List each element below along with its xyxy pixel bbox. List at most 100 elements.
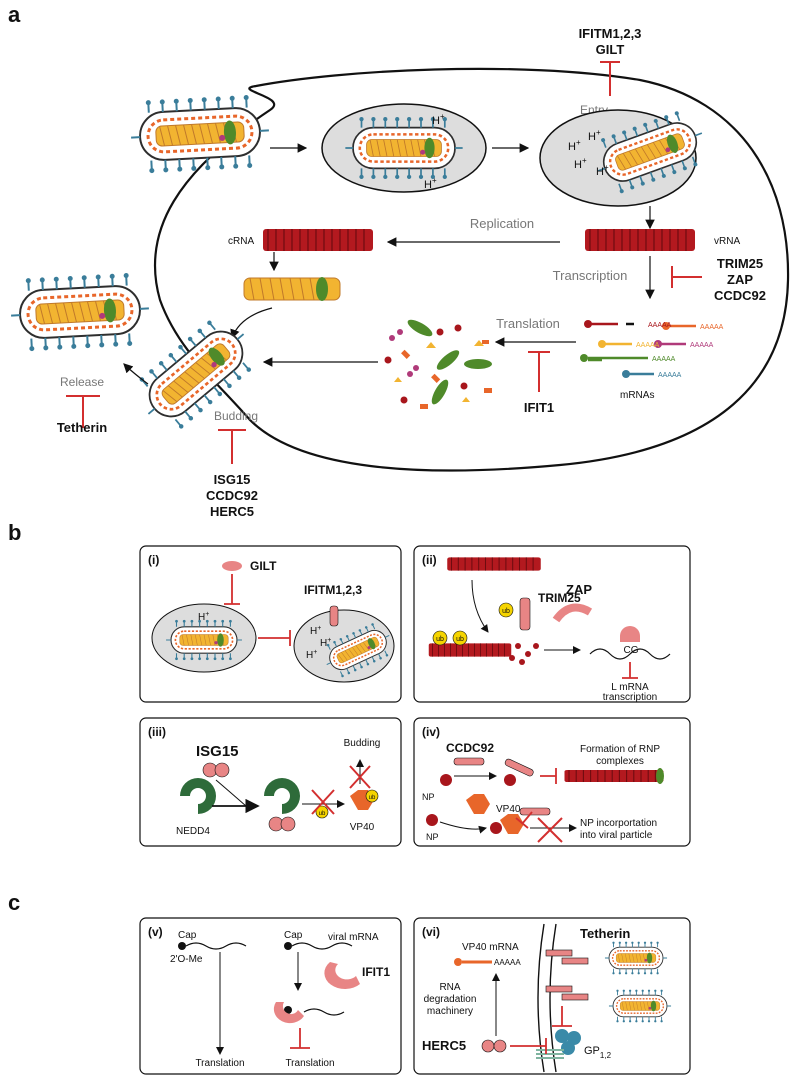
ccdc92-label: CCDC92 [446, 741, 494, 755]
translation-step-label: Translation [496, 316, 560, 331]
budding-inhibitor-2: CCDC92 [206, 488, 258, 503]
np-label-2: NP [426, 832, 439, 842]
rna-deg-label-1: RNA [439, 982, 460, 993]
ifitm-label: IFITM1,2,3 [304, 583, 362, 597]
gp-inhibition [552, 1006, 572, 1027]
tetherin-label: Tetherin [580, 926, 630, 941]
arrow-to-membrane [230, 307, 273, 340]
viral-mrna-label: viral mRNA [328, 932, 379, 943]
gp12-protein [536, 1029, 581, 1059]
rnp-ub-1 [432, 630, 448, 646]
incorporation-label-2: into viral particle [580, 830, 653, 841]
l-mrna-label: L mRNA [611, 682, 649, 693]
ifitm-inhibition [258, 630, 291, 646]
vrna-label: vRNA [714, 236, 740, 247]
cap-2 [284, 942, 292, 950]
np-protein-1 [440, 774, 452, 786]
box-iv-tag: (iv) [422, 725, 440, 739]
box-ii-tag: (ii) [422, 553, 437, 567]
crna-rnp [262, 228, 374, 252]
np-bound-1 [504, 774, 516, 786]
proton-3: H+ [568, 138, 581, 153]
viral-proteins [384, 319, 492, 409]
translation-inhibitor: IFIT1 [524, 400, 554, 415]
ccdc92-protein [453, 757, 485, 766]
release-step-label: Release [60, 375, 104, 389]
zap-bound [620, 626, 640, 642]
box-vi-tag: (vi) [422, 925, 440, 939]
degraded-np [509, 643, 539, 665]
box-iii-arrow-isg [215, 779, 247, 807]
rnp-ub-2 [452, 630, 468, 646]
zap-inhibition [622, 662, 638, 679]
formation-label-2: complexes [596, 756, 644, 767]
replication-step-label: Replication [470, 216, 534, 231]
herc5-label: HERC5 [422, 1038, 466, 1053]
isg15-label: ISG15 [196, 743, 239, 760]
trim25-label: TRIM25 [538, 591, 581, 605]
translation-inhibition-bar [528, 351, 550, 392]
box-v [139, 917, 402, 1075]
gilt-protein [222, 561, 242, 571]
translation-label-1: Translation [195, 1058, 244, 1069]
gilt-label: GILT [250, 559, 277, 573]
box-i-tag: (i) [148, 553, 159, 567]
zap-protein [552, 603, 593, 623]
box-iii-cross-1 [311, 789, 335, 815]
box-i-proton-3: H+ [320, 637, 331, 649]
extracellular-virion [127, 92, 273, 176]
budding-inhibition-bar [218, 429, 246, 464]
trim25-ub-label: ub [502, 608, 510, 615]
cg-label: CG [624, 645, 639, 656]
nedd4-isg15-complex [264, 778, 300, 814]
proton-6: H+ [596, 163, 609, 178]
np-bound-2 [490, 822, 502, 834]
panel-a-label: a [8, 2, 21, 27]
transcription-inhibitor-1: TRIM25 [717, 256, 763, 271]
cap-1 [178, 942, 186, 950]
polya-1: AAAAA [648, 322, 672, 329]
formation-label-1: Formation of RNP [580, 744, 660, 755]
rna-deg-label-3: machinery [427, 1006, 473, 1017]
transcription-inhibitor-2: ZAP [727, 272, 753, 287]
herc5-protein [481, 1039, 507, 1053]
box-iv-vp40 [466, 794, 490, 814]
released-virion [7, 270, 153, 354]
box-i-proton-4: H+ [306, 649, 317, 661]
box-i-proton-1: H+ [198, 611, 209, 623]
box-iv-inhibition-1 [540, 768, 557, 784]
polya-3: AAAAA [636, 342, 660, 349]
mrnas-label: mRNAs [620, 390, 654, 401]
box-iii-ub-1-label: ub [319, 811, 326, 817]
transcription-inhibition-bar [671, 266, 702, 288]
box-ii-mrna [589, 648, 671, 660]
mrna-pool: AAAAA AAAAA AAAAA AAAAA AAAAA AAAAA [580, 320, 724, 379]
box-iii-cross-2 [349, 765, 371, 789]
box-ii-rnp-degraded [428, 642, 512, 658]
panel-c-label: c [8, 890, 20, 915]
tetherin-dimer-1 [545, 949, 589, 965]
arrow-release [123, 363, 149, 385]
rna-deg-label-2: degradation [424, 994, 477, 1005]
box-iii-ub-2-label: ub [369, 795, 376, 801]
budding-step-label: Budding [214, 409, 258, 423]
rnp-ub-2-label: ub [456, 636, 464, 643]
crna-label: cRNA [228, 236, 254, 247]
budding-label: Budding [344, 738, 381, 749]
nedd4-label: NEDD4 [176, 826, 210, 837]
bound-mrna [303, 1008, 345, 1016]
ifit1-label: IFIT1 [362, 965, 390, 979]
box-iv-inhibition-2 [515, 811, 533, 829]
proton-5: H+ [574, 156, 587, 171]
gp-label: GP1,2 [584, 1045, 612, 1060]
entry-inhibitor-1: IFITM1,2,3 [579, 26, 642, 41]
polya-5: AAAAA [652, 356, 676, 363]
box-i-proton-2: H+ [310, 625, 321, 637]
cap-3 [284, 1006, 292, 1014]
translation-label-2: Translation [285, 1058, 334, 1069]
vp40-label: VP40 [350, 822, 375, 833]
budding-inhibitor-3: HERC5 [210, 504, 254, 519]
trim25-protein [519, 597, 531, 631]
panel-b-label: b [8, 520, 21, 545]
